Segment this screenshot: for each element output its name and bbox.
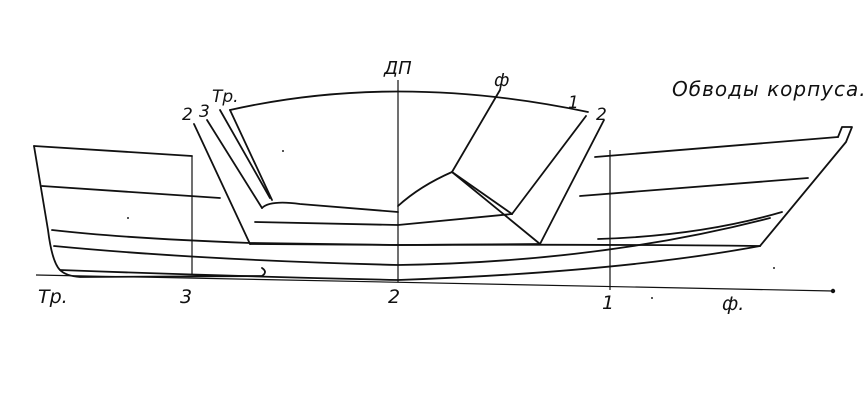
waterline-fwd (579, 177, 809, 197)
section-right-2 (539, 119, 605, 245)
baseline-end-dot (830, 288, 836, 294)
bottom-right-2 (397, 243, 541, 246)
label-transom-top: Тр. (212, 87, 239, 107)
label-right-2: 2 (596, 105, 607, 125)
section-bow-diag (451, 171, 541, 245)
sheer-line-fwd (594, 136, 839, 158)
baseline (35, 274, 834, 292)
buttock-line (53, 217, 771, 266)
bottom-left (254, 221, 399, 226)
section-left-3 (206, 119, 263, 209)
section-left-outer (193, 123, 251, 245)
body-plan: ДП Тр. 2 3 ф 1 2 (182, 58, 607, 246)
buttock-fwd (597, 211, 783, 240)
label-left-3: 3 (199, 102, 210, 122)
keel-line (59, 245, 761, 281)
label-station-2: 2 (388, 286, 400, 308)
sheer-line-aft (33, 145, 193, 157)
section-right-1 (511, 115, 587, 215)
section-left-inner (229, 109, 273, 201)
waterline-aft (41, 185, 221, 199)
label-left-2: 2 (182, 105, 193, 125)
caption: Обводы корпуса. (672, 77, 865, 101)
section-left-tr (219, 109, 271, 199)
label-station-1: 1 (602, 292, 614, 314)
label-bow: ф. (722, 293, 744, 315)
section-bow-chine (451, 171, 513, 215)
scan-specks (127, 150, 775, 299)
label-center-plane: ДП (383, 58, 412, 79)
sheer-arc (229, 90, 589, 113)
label-transom: Тр. (38, 286, 68, 308)
bow-stem (759, 126, 853, 247)
section-bow-bottom (397, 171, 453, 207)
bottom-left-chine (261, 201, 399, 213)
label-station-3: 3 (180, 286, 192, 308)
transom-outline (33, 145, 266, 278)
bottom-left-2 (249, 243, 399, 246)
label-bow-section: ф (494, 70, 509, 91)
section-bow (451, 89, 501, 173)
chine-line (51, 229, 761, 247)
profile-view: Тр. 3 2 1 ф. (33, 80, 853, 315)
label-right-1: 1 (568, 93, 579, 113)
bottom-right (397, 213, 513, 226)
